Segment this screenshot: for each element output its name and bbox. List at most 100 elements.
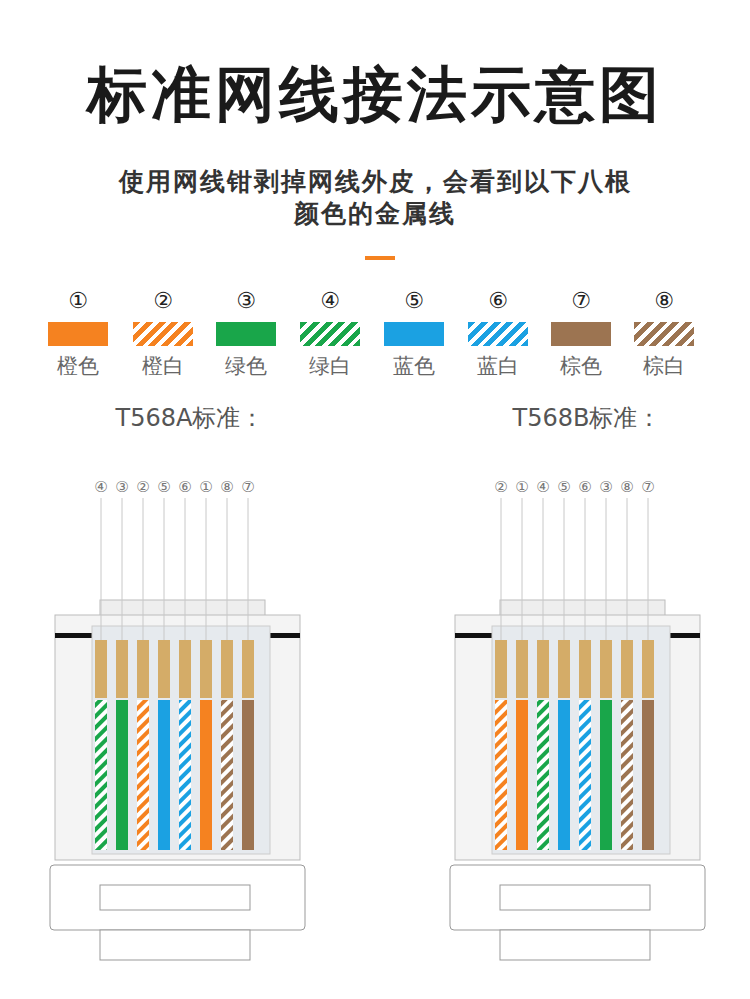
legend-number: ⑦: [571, 288, 591, 313]
wire: [642, 700, 654, 850]
plug-window: [492, 626, 670, 854]
plug-edge: [455, 633, 497, 638]
legend-number: ①: [68, 288, 88, 313]
leader-line: [164, 498, 165, 640]
contact-pin: [200, 640, 212, 698]
color-swatch: [551, 322, 611, 346]
wire-number: ④: [94, 478, 107, 496]
boot-slot: [500, 885, 650, 910]
legend-text: 棕色: [549, 352, 613, 380]
leader-line: [101, 498, 102, 640]
leader-line: [627, 498, 628, 640]
leader-line: [522, 498, 523, 640]
wire: [495, 700, 507, 850]
boot-slot: [100, 885, 250, 910]
wire-number: ⑧: [620, 478, 633, 496]
legend-text: 橙色: [46, 352, 110, 380]
leader-line: [143, 498, 144, 640]
leader-line: [606, 498, 607, 640]
legend-number: ⑧: [654, 288, 674, 313]
wire: [95, 700, 107, 850]
contact-pin: [600, 640, 612, 698]
legend-number: ②: [153, 288, 173, 313]
leader-line: [227, 498, 228, 640]
contact-pin: [558, 640, 570, 698]
wire: [200, 700, 212, 850]
wire-number: ③: [115, 478, 128, 496]
leader-line: [248, 498, 249, 640]
leader-line: [206, 498, 207, 640]
wire: [179, 700, 191, 850]
wire: [158, 700, 170, 850]
legend-text: 蓝白: [466, 352, 530, 380]
wire-stripe: [495, 700, 507, 850]
wire-number: ⑦: [641, 478, 654, 496]
wire-number: ①: [515, 478, 528, 496]
wire-stripe: [179, 700, 191, 850]
legend-text: 绿色: [214, 352, 278, 380]
contact-pin: [158, 640, 170, 698]
contact-pin: [95, 640, 107, 698]
contact-pin: [516, 640, 528, 698]
accent-dash: [365, 256, 395, 260]
contact-pin: [221, 640, 233, 698]
legend-number: ⑥: [488, 288, 508, 313]
leader-line: [585, 498, 586, 640]
wire-number: ⑥: [178, 478, 191, 496]
wire: [537, 700, 549, 850]
leader-line: [501, 498, 502, 640]
legend-text: 绿白: [298, 352, 362, 380]
color-swatch: [634, 322, 694, 346]
wire-number: ⑧: [220, 478, 233, 496]
leader-line: [564, 498, 565, 640]
color-swatch: [133, 322, 193, 346]
plug-latch: [100, 600, 265, 616]
wire-number: ⑤: [157, 478, 170, 496]
wire-number: ①: [199, 478, 212, 496]
wire: [116, 700, 128, 850]
legend-number: ⑤: [404, 288, 424, 313]
legend-text: 棕白: [632, 352, 696, 380]
leader-line: [185, 498, 186, 640]
subtitle: 使用网线钳剥掉网线外皮，会看到以下八根颜色的金属线: [113, 166, 638, 230]
wire-stripe: [95, 700, 107, 850]
leader-line: [648, 498, 649, 640]
legend-number: ④: [320, 288, 340, 313]
wire: [558, 700, 570, 850]
wire: [579, 700, 591, 850]
wire-stripe: [537, 700, 549, 850]
legend-number: ③: [236, 288, 256, 313]
leader-line: [543, 498, 544, 640]
contact-pin: [137, 640, 149, 698]
legend-text: 橙白: [131, 352, 195, 380]
color-swatch: [384, 322, 444, 346]
cable-stub: [500, 930, 650, 960]
wire: [242, 700, 254, 850]
contact-pin: [621, 640, 633, 698]
standard-label: T568A标准：: [116, 402, 265, 434]
legend-text: 蓝色: [382, 352, 446, 380]
contact-pin: [537, 640, 549, 698]
plug-edge: [55, 633, 97, 638]
wire: [621, 700, 633, 850]
wire-number: ⑥: [578, 478, 591, 496]
plug-body: [455, 615, 700, 860]
contact-pin: [642, 640, 654, 698]
color-swatch: [300, 322, 360, 346]
wire: [600, 700, 612, 850]
wire-stripe: [137, 700, 149, 850]
contact-pin: [179, 640, 191, 698]
color-swatch: [48, 322, 108, 346]
wire: [221, 700, 233, 850]
title: 标准网线接法示意图: [87, 55, 663, 136]
wire-stripe: [579, 700, 591, 850]
color-swatch: [468, 322, 528, 346]
plug-edge: [668, 633, 700, 638]
cable-stub: [100, 930, 250, 960]
wire-number: ⑤: [557, 478, 570, 496]
boot: [50, 865, 305, 930]
wire-number: ②: [136, 478, 149, 496]
plug-edge: [268, 633, 300, 638]
wire-number: ③: [599, 478, 612, 496]
